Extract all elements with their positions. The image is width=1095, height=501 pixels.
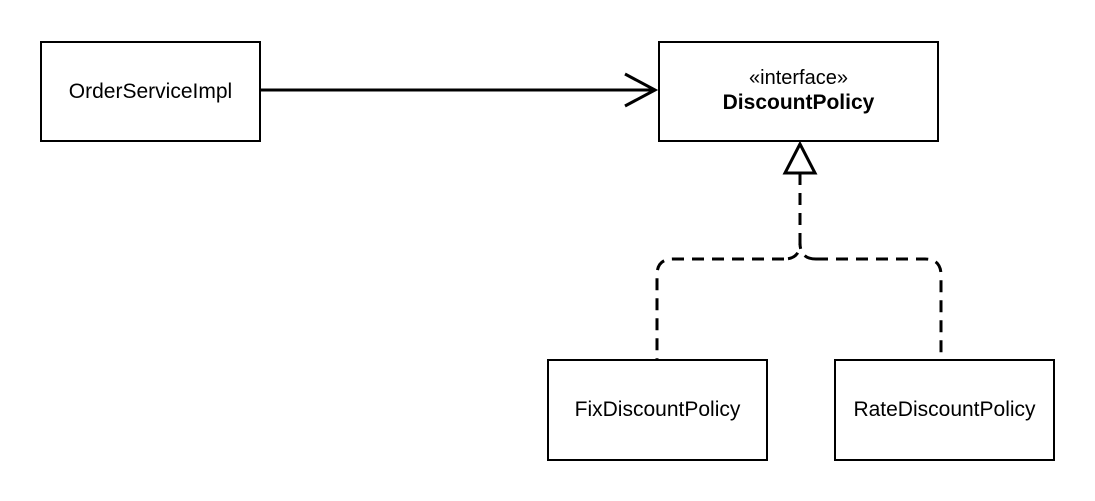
realization-line-ratediscountpolicy (798, 242, 943, 359)
class-name-ratediscountpolicy: RateDiscountPolicy (853, 398, 1036, 422)
realization-trunk-line (783, 173, 802, 261)
class-box-orderserviceimpl[interactable]: OrderServiceImpl (40, 41, 261, 142)
interface-box-discountpolicy[interactable]: «interface» DiscountPolicy (658, 41, 939, 142)
class-box-fixdiscountpolicy[interactable]: FixDiscountPolicy (547, 359, 768, 461)
class-box-ratediscountpolicy[interactable]: RateDiscountPolicy (834, 359, 1055, 461)
realization-line-fixdiscountpolicy (655, 257, 784, 359)
edge-dependency-orderserviceimpl-discountpolicy (261, 72, 659, 108)
interface-name-discountpolicy: DiscountPolicy (722, 91, 875, 115)
interface-stereotype: «interface» (749, 67, 848, 90)
open-arrow-head (624, 72, 659, 108)
class-name-orderserviceimpl: OrderServiceImpl (68, 79, 233, 103)
hollow-triangle-head (782, 140, 818, 175)
class-name-fixdiscountpolicy: FixDiscountPolicy (574, 398, 741, 422)
edge-realization-group (655, 140, 943, 359)
